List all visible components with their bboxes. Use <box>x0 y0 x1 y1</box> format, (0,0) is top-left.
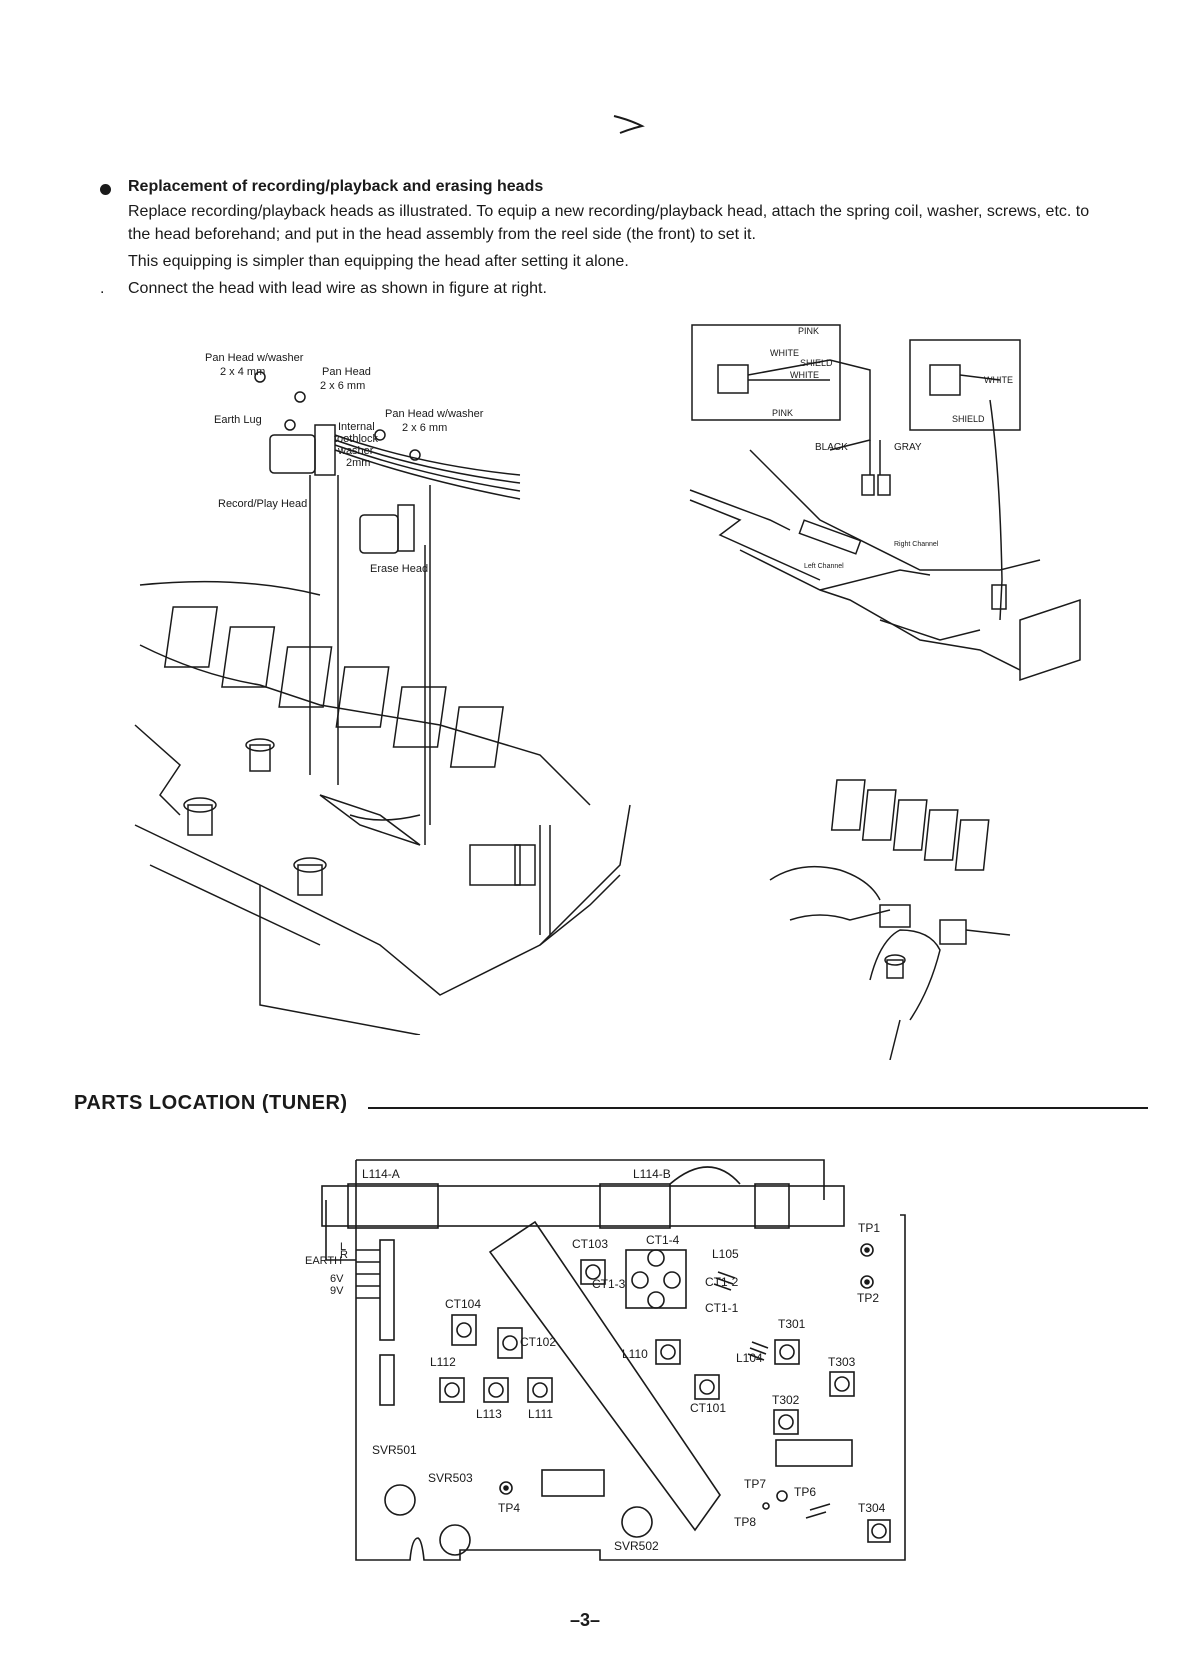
label-internal-4: 2mm <box>346 457 370 469</box>
label-record-play-head: Record/Play Head <box>218 498 307 510</box>
label-l104: L104 <box>736 1351 763 1365</box>
instruction-section: Replacement of recording/playback and er… <box>100 178 1100 304</box>
label-t304: T304 <box>858 1501 886 1515</box>
label-ct102: CT102 <box>520 1335 556 1349</box>
label-tp1: TP1 <box>858 1221 880 1235</box>
page-number: –3– <box>570 1610 601 1630</box>
label-tp4: TP4 <box>498 1501 520 1515</box>
label-svr501: SVR501 <box>372 1443 417 1457</box>
label-svr503: SVR503 <box>428 1471 473 1485</box>
label-l114b: L114-B <box>633 1167 671 1181</box>
paragraph-2: This equipping is simpler than equipping… <box>128 253 629 270</box>
heading-rule <box>368 1107 1148 1109</box>
label-l111: L111 <box>528 1407 553 1421</box>
label-pan-head-washer-b: Pan Head w/washer <box>385 408 484 420</box>
label-pink-bottom: PINK <box>772 408 793 418</box>
label-tp7: TP7 <box>744 1477 766 1491</box>
label-ct1-2: CT1-2 <box>705 1275 739 1289</box>
label-l110: L110 <box>622 1347 648 1361</box>
hands-installation-figure <box>769 779 1011 1060</box>
label-pink-top: PINK <box>798 326 819 336</box>
label-l113: L113 <box>476 1407 502 1421</box>
label-internal-3: washer <box>337 445 374 457</box>
paragraph-1: Replace recording/playback heads as illu… <box>128 203 1090 243</box>
label-white-b: WHITE <box>790 370 819 380</box>
label-shield-b: SHIELD <box>952 414 985 424</box>
label-ct103: CT103 <box>572 1237 608 1251</box>
terminal-9v: 9V <box>330 1285 344 1297</box>
check-mark-icon <box>613 115 645 134</box>
label-l114a: L114-A <box>362 1167 400 1181</box>
label-ct1-3: CT1-3 <box>592 1277 626 1291</box>
terminal-r: R <box>340 1249 348 1261</box>
label-internal-2: toothlock <box>334 433 379 445</box>
label-t303: T303 <box>828 1355 856 1369</box>
label-internal-1: Internal <box>338 421 375 433</box>
terminal-earth: EARTH <box>305 1255 342 1267</box>
label-tp8: TP8 <box>734 1515 756 1529</box>
head-mounting-figure: Pan Head w/washer 2 x 4 mm Pan Head 2 x … <box>134 352 631 1035</box>
parts-location-heading: PARTS LOCATION (TUNER) <box>74 1092 348 1114</box>
label-shield-a: SHIELD <box>800 358 833 368</box>
head-wiring-figure: PINK WHITE SHIELD WHITE PINK WHITE SHIEL… <box>689 324 1081 682</box>
label-svr502: SVR502 <box>614 1539 659 1553</box>
terminal-l: L <box>340 1241 346 1253</box>
label-black: BLACK <box>815 442 848 453</box>
label-right-channel: Right Channel <box>894 541 939 548</box>
terminal-6v: 6V <box>330 1273 344 1285</box>
label-pan-head-washer-b-size: 2 x 6 mm <box>402 422 447 434</box>
label-pan-head-size: 2 x 6 mm <box>320 380 365 392</box>
label-erase-head: Erase Head <box>370 563 428 575</box>
paragraph-3: .Connect the head with lead wire as show… <box>100 280 547 297</box>
label-left-channel: Left Channel <box>804 563 844 570</box>
label-tp2: TP2 <box>857 1291 879 1305</box>
section-title: Replacement of recording/playback and er… <box>128 178 544 195</box>
label-earth-lug: Earth Lug <box>214 414 262 426</box>
paragraph-3-text: Connect the head with lead wire as shown… <box>128 280 547 297</box>
label-t301: T301 <box>778 1317 806 1331</box>
label-tp6: TP6 <box>794 1485 816 1499</box>
label-ct1-1: CT1-1 <box>705 1301 739 1315</box>
label-white-a: WHITE <box>770 348 799 358</box>
label-gray: GRAY <box>894 442 922 453</box>
tuner-pcb-figure: L114-A L114-B L EARTH R 6V 9V CT103 CT1-… <box>305 1159 906 1561</box>
label-pan-head-washer-a: Pan Head w/washer <box>205 352 304 364</box>
label-l112: L112 <box>430 1355 456 1369</box>
bullet-icon <box>100 184 111 195</box>
label-pan-head-washer-a-size: 2 x 4 mm <box>220 366 265 378</box>
label-ct104: CT104 <box>445 1297 481 1311</box>
label-white-c: WHITE <box>984 375 1013 385</box>
label-ct1-4: CT1-4 <box>646 1233 680 1247</box>
label-pan-head: Pan Head <box>322 366 371 378</box>
label-l105: L105 <box>712 1247 739 1261</box>
label-ct101: CT101 <box>690 1401 726 1415</box>
label-t302: T302 <box>772 1393 800 1407</box>
